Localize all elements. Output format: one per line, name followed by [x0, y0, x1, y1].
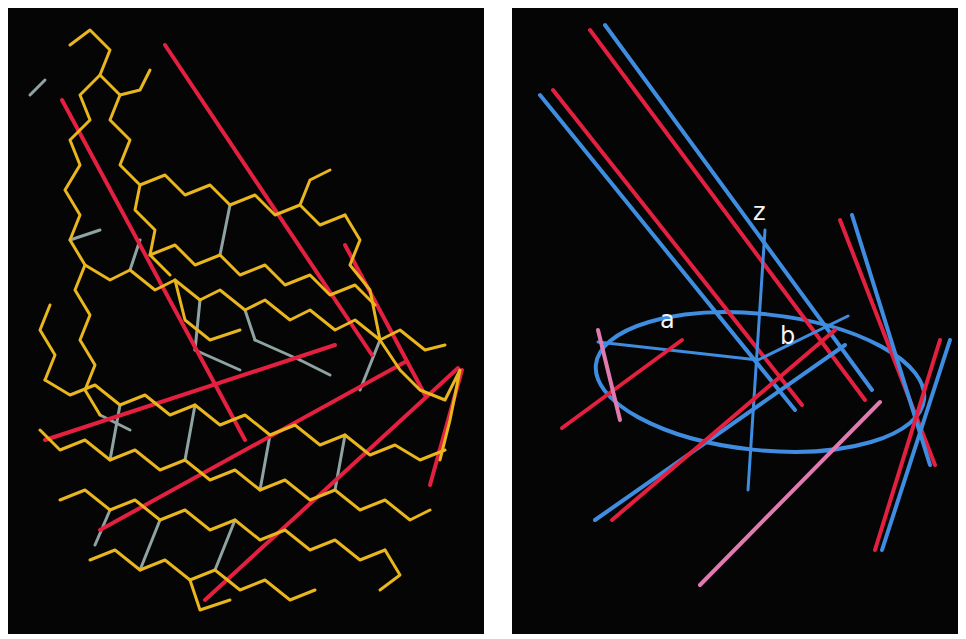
yellow-backbone: [40, 30, 460, 610]
helix-axis-models: [540, 25, 950, 585]
red-helix-axes-left: [45, 45, 462, 600]
axis-label: z: [753, 200, 766, 224]
axis-label: b: [780, 324, 795, 348]
right-panel: [512, 8, 958, 634]
left-panel: [8, 8, 484, 634]
axis-label: a: [660, 308, 675, 332]
